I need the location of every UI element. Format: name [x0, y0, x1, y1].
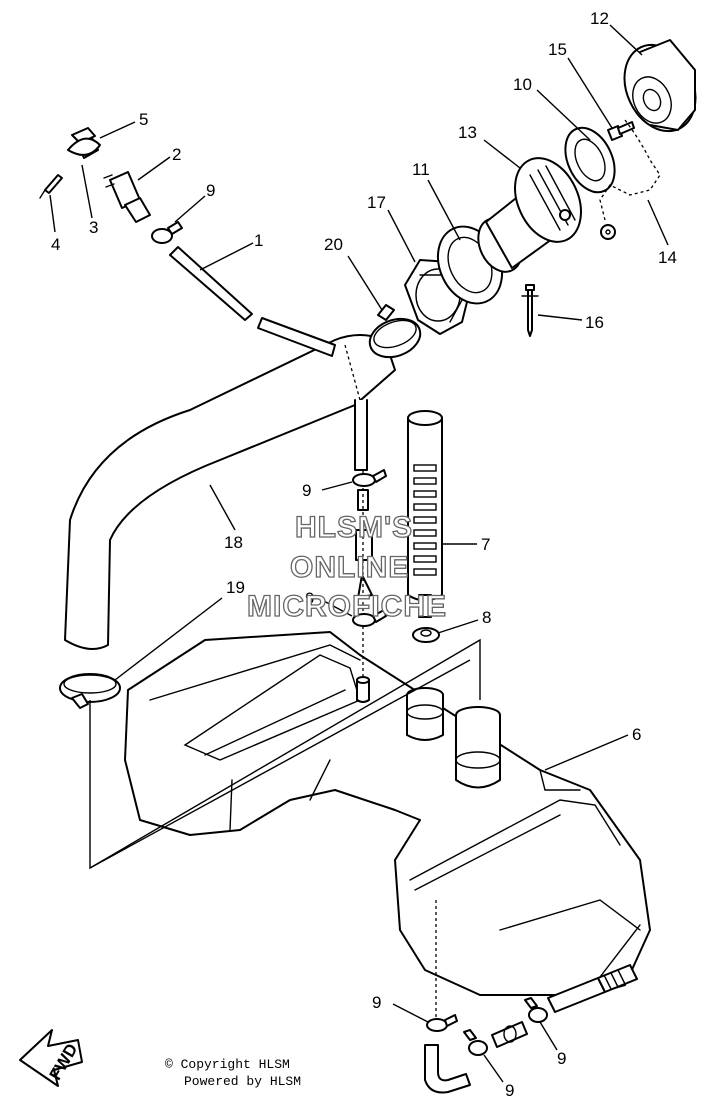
vent-nipple	[356, 676, 370, 703]
callout-15: 15	[548, 40, 567, 59]
hose-clamp-drain	[426, 1014, 458, 1032]
copyright-line: © Copyright HLSM	[165, 1057, 290, 1072]
callout-9-f: 9	[505, 1081, 514, 1100]
fuel-filter	[407, 410, 443, 618]
hose-clamp-vent-bottom	[352, 609, 387, 627]
filler-neck-clamp	[368, 304, 422, 359]
fuel-tank	[124, 631, 651, 1020]
cap-chain	[599, 119, 661, 240]
callout-12: 12	[590, 9, 609, 28]
powered-by-line: Powered by HLSM	[184, 1074, 302, 1089]
callout-19: 19	[226, 578, 245, 597]
watermark-line-2: ONLINE	[290, 551, 409, 584]
watermark-line-1: HLSM'S	[295, 511, 413, 544]
pin	[39, 174, 63, 199]
filler-neck	[477, 157, 582, 273]
callout-9-c: 9	[305, 589, 314, 608]
cap-seal	[564, 126, 616, 194]
fuel-pickup-fitting	[406, 687, 444, 741]
callout-7: 7	[481, 535, 490, 554]
hose-clamp-outlet-a	[463, 1029, 488, 1056]
retaining-clip	[67, 137, 101, 156]
callout-17: 17	[367, 193, 386, 212]
filter-slots	[413, 464, 437, 576]
assembly-lines	[89, 638, 481, 870]
filler-cap	[623, 39, 697, 133]
callout-leaders	[49, 24, 669, 1083]
callout-13: 13	[458, 123, 477, 142]
callout-3: 3	[89, 218, 98, 237]
callout-20: 20	[324, 235, 343, 254]
vent-fitting	[355, 470, 373, 680]
forward-arrow-icon: FWD	[19, 1029, 83, 1087]
callout-9-b: 9	[302, 481, 311, 500]
grommet	[412, 627, 440, 643]
hose-clamp-upper	[151, 221, 183, 244]
watermark: HLSM'S ONLINE MICROFICHE	[246, 510, 447, 623]
drain-elbow-hose	[424, 1044, 471, 1094]
callout-9-d: 9	[372, 993, 381, 1012]
callout-9-e: 9	[557, 1049, 566, 1068]
cap-screw	[607, 121, 635, 141]
callout-2: 2	[172, 145, 181, 164]
callout-11: 11	[412, 160, 430, 179]
watermark-line-3: MICROFICHE	[247, 590, 447, 623]
vent-check-valve	[103, 171, 151, 223]
rivet	[521, 284, 539, 337]
callout-9-a: 9	[206, 181, 215, 200]
hose-clamp-outlet-b	[524, 997, 548, 1023]
callout-4: 4	[51, 235, 60, 254]
filler-hose-clamp	[59, 673, 121, 709]
callout-numbers: 1 2 3 4 5 6 7 8 9 9 9 9 9 9 10 11 12 13 …	[51, 9, 677, 1100]
filler-neck-fitting	[455, 706, 501, 789]
vent-hose	[169, 246, 368, 471]
callout-5: 5	[139, 110, 148, 129]
callout-1: 1	[254, 231, 263, 250]
outlet-hose	[547, 964, 638, 1013]
callout-18: 18	[224, 533, 243, 552]
callout-10: 10	[513, 75, 532, 94]
outlet-nipple	[491, 1021, 528, 1048]
callout-14: 14	[658, 248, 677, 267]
hose-clamp-vent-top	[352, 469, 387, 487]
callout-16: 16	[585, 313, 604, 332]
callout-6: 6	[632, 725, 641, 744]
callout-8: 8	[482, 608, 491, 627]
